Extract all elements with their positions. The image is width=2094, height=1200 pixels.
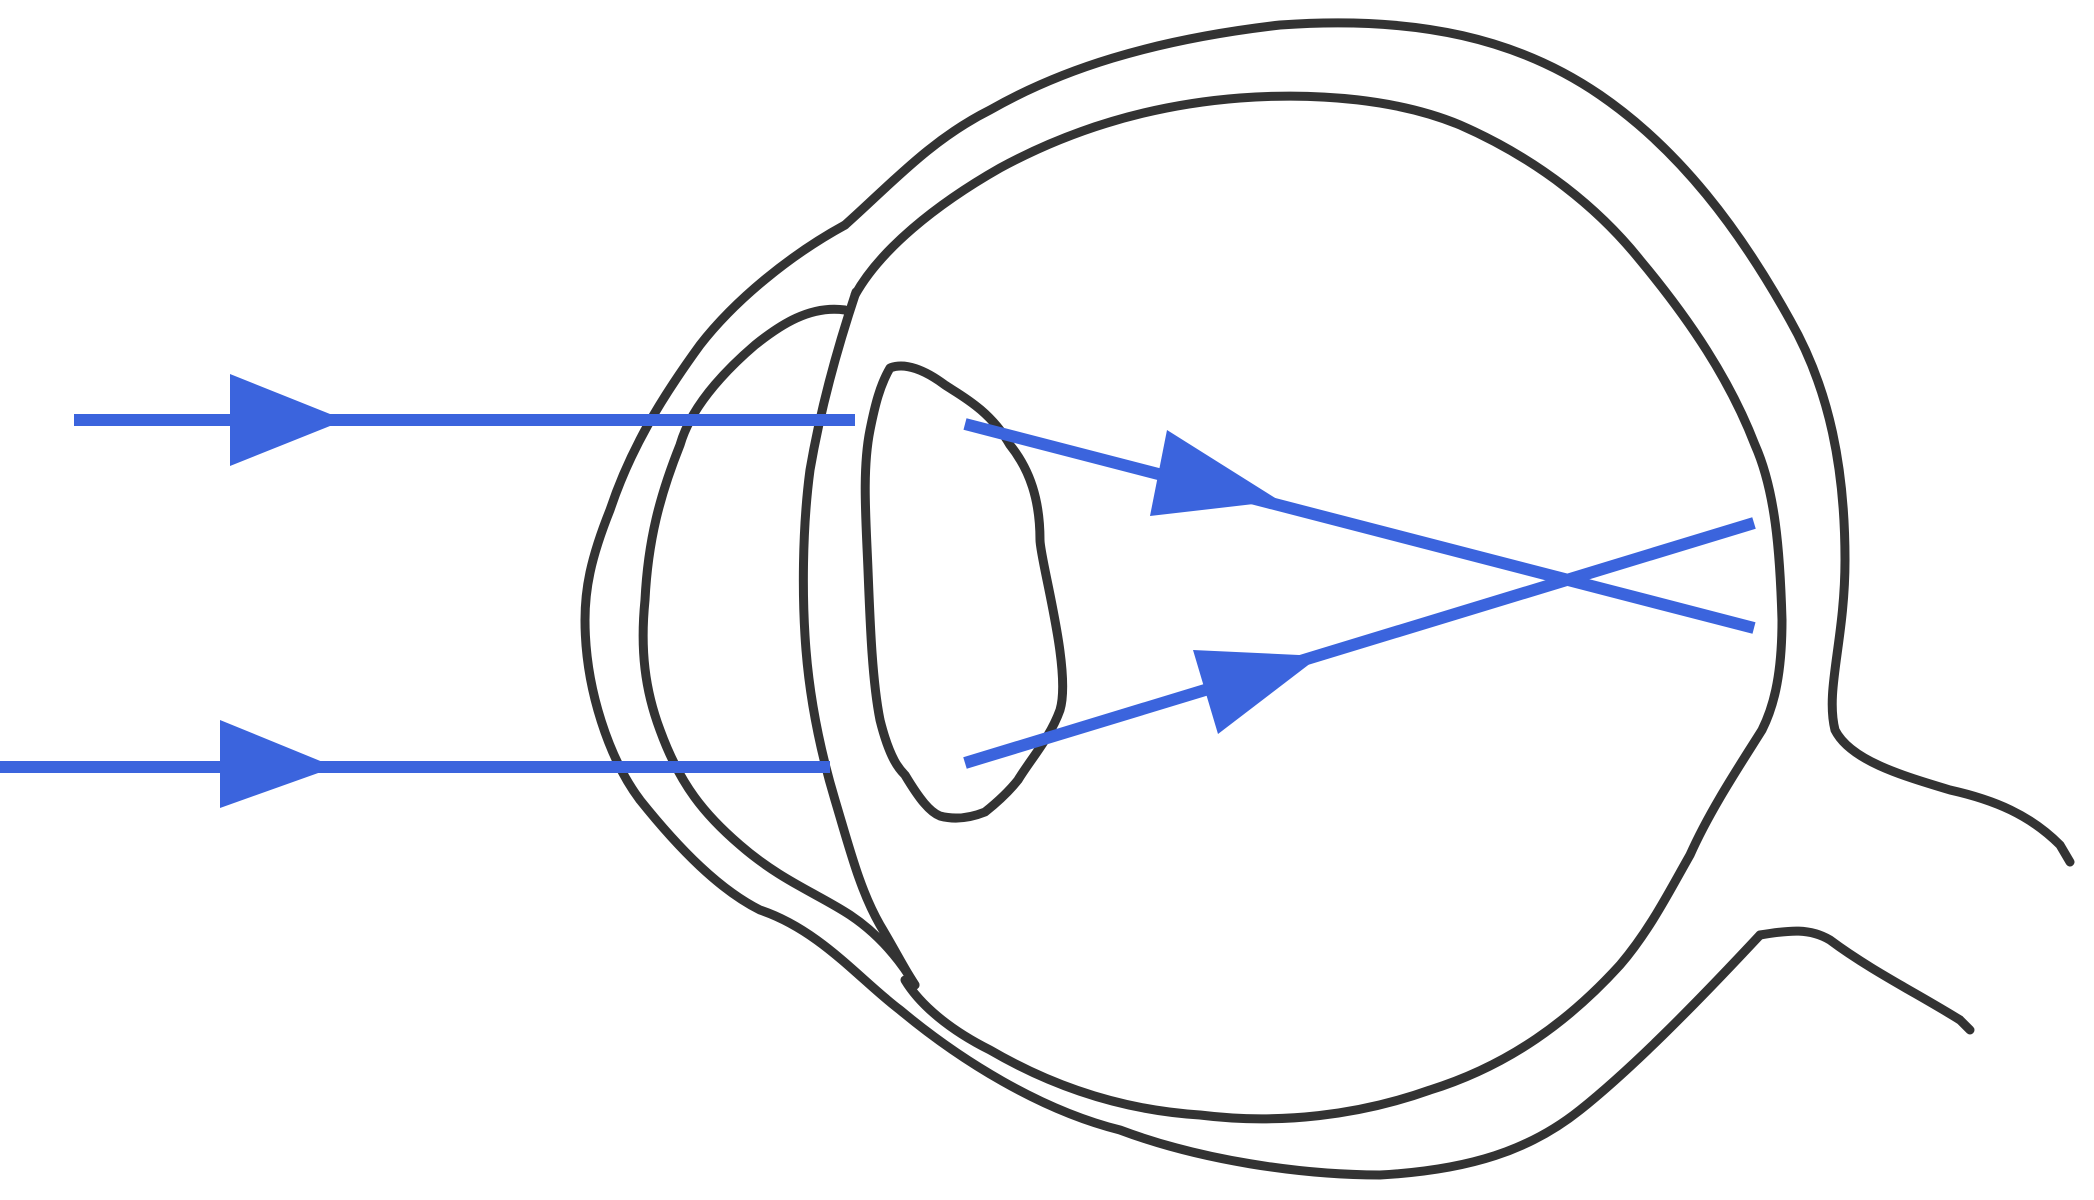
optic-nerve-outline [1755,926,1975,1035]
sclera-outline-front-lower [580,220,1765,1180]
iris-outline [798,287,920,990]
upper-ray-refracted-arrowhead [1150,430,1280,516]
lower-ray-refracted [963,517,1756,769]
upper-ray-incoming-arrowhead [230,374,345,466]
lens-outline [860,361,1068,823]
lower-ray-refracted-arrowhead [1193,650,1320,734]
sclera-outline [840,18,2075,867]
lower-ray-incoming-arrowhead [220,720,335,808]
cornea-outline [638,304,920,990]
choroid-outline [850,91,1787,1124]
upper-ray-refracted [963,418,1756,634]
